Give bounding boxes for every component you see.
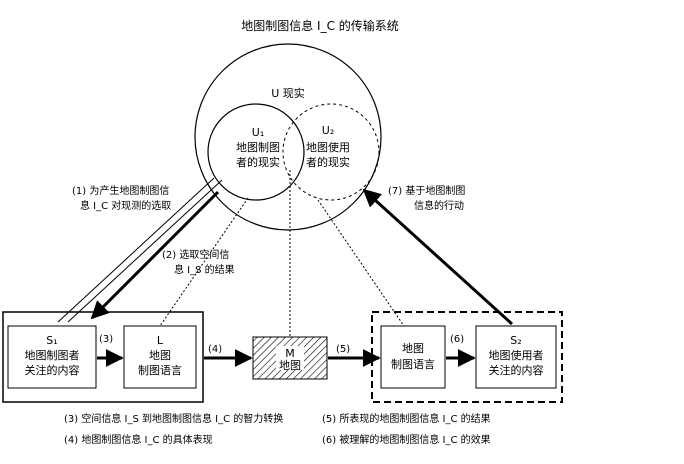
u2-symbol: U₂ xyxy=(322,124,334,137)
u2-text-1: 地图使用 xyxy=(306,141,350,154)
box-l-text-2: 制图语言 xyxy=(138,364,182,377)
step2-line1: (2) 选取空间信 xyxy=(162,248,229,261)
box-s1-symbol: S₁ xyxy=(46,334,57,347)
box-s2-text-2: 关注的内容 xyxy=(489,363,544,377)
diagram-title: 地图制图信息 I_C 的传输系统 xyxy=(241,18,399,33)
step7-line1: (7) 基于地图制图 xyxy=(388,184,465,197)
dotted-u1-to-l xyxy=(159,197,249,327)
box-l-symbol: L xyxy=(157,334,164,347)
box-s1-text-2: 关注的内容 xyxy=(25,363,80,377)
dotted-u2-to-lang xyxy=(317,199,405,327)
box-s1 xyxy=(7,325,97,389)
box-s2 xyxy=(475,325,557,389)
u2-text-2: 者的现实 xyxy=(306,155,350,169)
u1-text-2: 者的现实 xyxy=(236,155,280,169)
circle-u1 xyxy=(207,103,305,201)
arrow7-thick xyxy=(362,188,514,326)
arrow3-label: (3) xyxy=(99,334,113,345)
box-s2-text-1: 地图使用者 xyxy=(489,349,544,362)
legend-4: (4) 地图制图信息 I_C 的具体表现 xyxy=(64,433,213,446)
box-lang2-text-2: 制图语言 xyxy=(391,358,435,371)
box-lang-receiver xyxy=(380,325,446,389)
u1-text-1: 地图制图 xyxy=(236,141,280,154)
circle-u2 xyxy=(282,103,380,201)
box-m-symbol: M xyxy=(285,347,295,360)
u1-symbol: U₁ xyxy=(252,126,264,139)
arrow2-thick xyxy=(90,190,220,320)
step7-line2: 信息的行动 xyxy=(414,199,464,212)
box-m-text: 地图 xyxy=(279,359,301,372)
arrow1-line-b xyxy=(67,179,223,323)
arrow5-label: (5) xyxy=(336,344,350,355)
box-s2-symbol: S₂ xyxy=(510,334,521,347)
legend-6: (6) 被理解的地图制图信息 I_C 的效果 xyxy=(322,433,491,446)
legend-5: (5) 所表现的地图制图信息 I_C 的结果 xyxy=(322,412,491,425)
receiver-frame xyxy=(371,311,563,403)
arrow4-label: (4) xyxy=(208,344,222,355)
arrow1-line-a xyxy=(57,177,215,323)
box-s1-text-1: 地图制图者 xyxy=(25,349,80,362)
reality-label: U 现实 xyxy=(271,86,305,100)
arrow6-label: (6) xyxy=(450,334,464,345)
reality-circle-u xyxy=(194,43,382,231)
legend-3: (3) 空间信息 I_S 到地图制图信息 I_C 的智力转换 xyxy=(64,412,283,425)
step2-line2: 息 I_S 的结果 xyxy=(174,263,235,276)
box-l xyxy=(123,325,197,389)
box-l-text-1: 地图 xyxy=(149,349,171,362)
step1-line2: 息 I_C 对现测的选取 xyxy=(80,199,171,212)
box-map-m-label-bg xyxy=(276,346,304,370)
box-lang2-text-1: 地图 xyxy=(402,342,424,355)
step1-line1: (1) 为产生地图制图信 xyxy=(72,184,169,197)
sender-frame xyxy=(2,311,204,403)
